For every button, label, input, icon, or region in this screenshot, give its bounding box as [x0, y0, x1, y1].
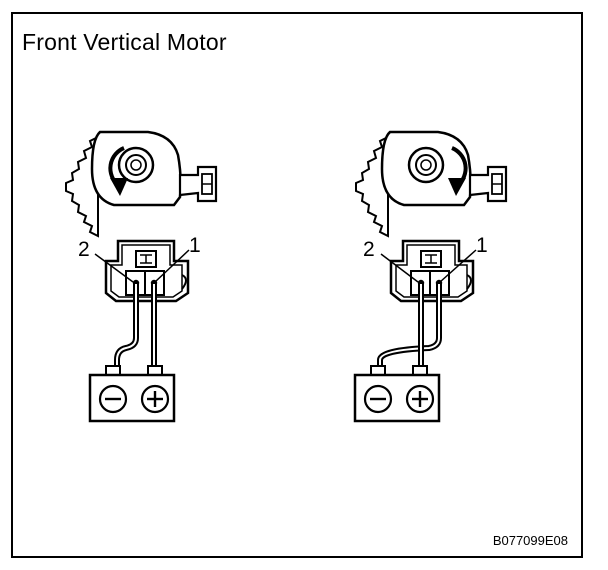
left-wires	[114, 284, 157, 369]
left-battery	[88, 364, 176, 423]
right-pin-label-2: 2	[363, 238, 375, 261]
right-leader-1	[439, 249, 477, 283]
right-wires	[377, 284, 442, 369]
left-pin-label-2: 2	[78, 238, 90, 261]
figure-title: Front Vertical Motor	[22, 29, 227, 55]
right-leader-2	[380, 253, 419, 283]
figure-code: B077099E08	[492, 533, 568, 548]
left-pin-label-1: 1	[189, 234, 201, 257]
right-motor	[354, 130, 508, 238]
left-leader-1	[154, 249, 190, 283]
left-motor	[64, 130, 218, 238]
left-leader-2	[94, 253, 134, 283]
right-battery	[353, 364, 441, 423]
right-pin-label-1: 1	[476, 234, 488, 257]
